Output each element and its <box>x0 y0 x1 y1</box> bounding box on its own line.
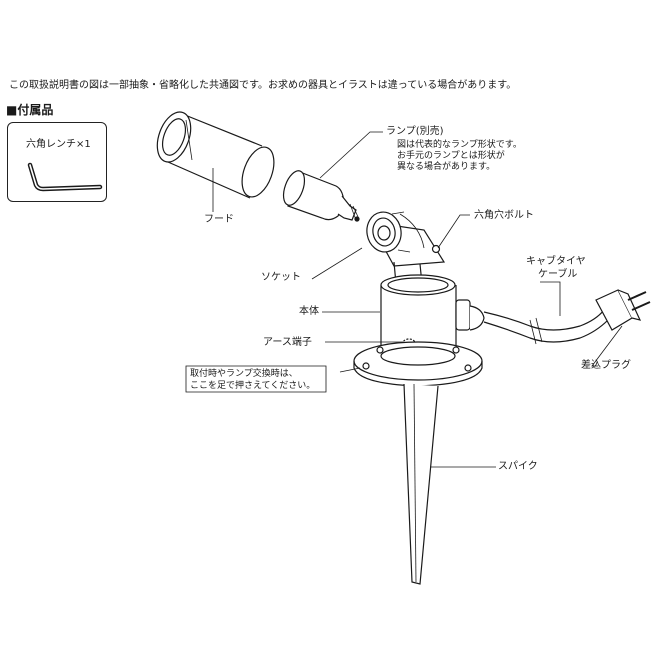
step-note-line: ここを足で押さえてください。 <box>190 381 316 391</box>
socket-label: ソケット <box>261 272 301 283</box>
flange-part <box>353 341 483 387</box>
spike-label: スパイク <box>498 461 538 472</box>
disclaimer-note: この取扱説明書の図は一部抽象・省略化した共通図です。お求めの器具とイラストは違っ… <box>9 80 517 91</box>
hood-label: フード <box>204 214 234 225</box>
socket-part <box>366 211 446 285</box>
lamp-note-line: 図は代表的なランプ形状です。 <box>397 140 522 150</box>
earth-terminal-label: アース端子 <box>263 337 312 348</box>
lamp-note-line: 異なる場合があります。 <box>397 162 496 172</box>
cable-part <box>455 299 609 345</box>
hex-wrench-icon <box>27 162 103 192</box>
lamp-label: ランプ(別売) <box>386 126 444 137</box>
hex-bolt-label: 六角穴ボルト <box>474 210 534 221</box>
plug-part <box>595 289 651 331</box>
cable-label-line: キャブタイヤ <box>526 256 586 267</box>
step-note-line: 取付時やランプ交換時は、 <box>190 369 298 379</box>
lamp-note-line: お手元のランプとは形状が <box>397 151 505 161</box>
body-label: 本体 <box>299 306 319 317</box>
hex-wrench-label: 六角レンチ×1 <box>26 139 91 150</box>
cable-label-line: ケーブル <box>538 269 578 280</box>
leader-lines <box>212 131 623 468</box>
lamp-part <box>282 170 360 222</box>
spike-part <box>403 383 439 585</box>
hood-part <box>156 111 275 199</box>
accessories-box: 六角レンチ×1 <box>7 122 107 202</box>
accessories-title: ■付属品 <box>6 103 54 117</box>
plug-label: 差込プラグ <box>581 360 631 371</box>
